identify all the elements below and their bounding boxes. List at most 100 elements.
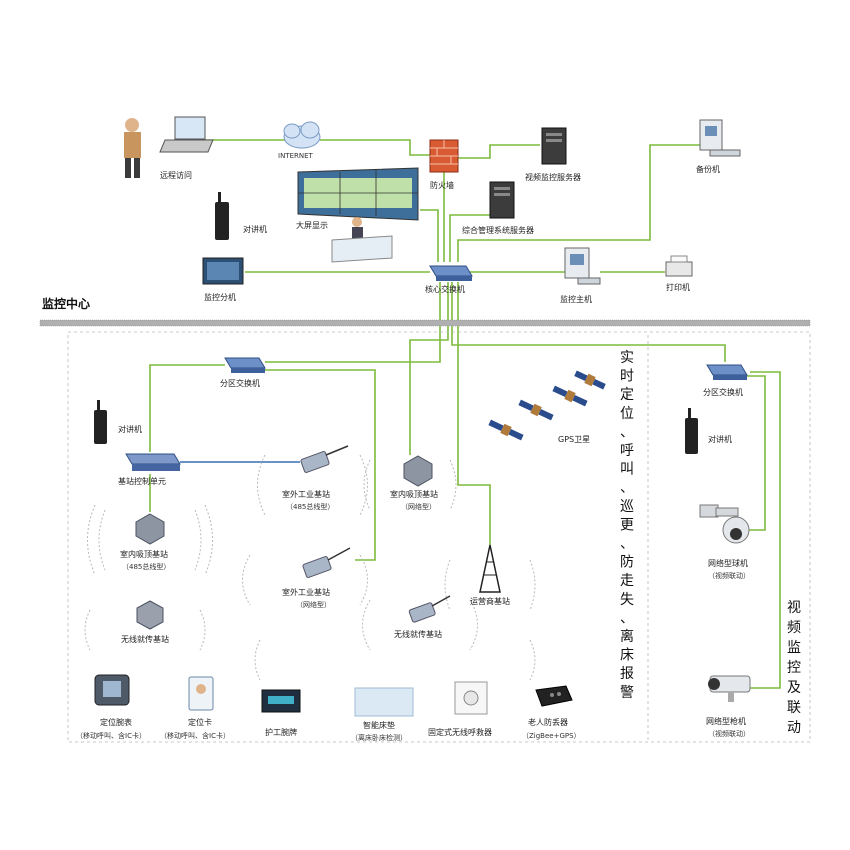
monitor-ext-label: 监控分机: [204, 292, 236, 302]
bullet-camera-icon: [708, 675, 751, 702]
elder-alarm-label-b: （ZigBee+GPS）: [522, 732, 581, 740]
walkie-top-label: 对讲机: [243, 224, 267, 234]
smart-mat-icon: [354, 687, 414, 717]
nurse-panel-icon: [261, 689, 301, 713]
walkie-talkie-icon-right: [685, 408, 698, 454]
zone-switch-right-label: 分区交换机: [703, 387, 743, 397]
wire-zoneleft-outdoornet: [260, 369, 376, 561]
connections: [149, 139, 781, 689]
core-switch-label: 核心交换机: [425, 284, 465, 294]
satellite-icons: [488, 370, 606, 441]
nurse-panel-label: 护工腕牌: [265, 727, 297, 737]
operator-desk-icon: [331, 217, 393, 263]
field-area-frame: [67, 331, 811, 743]
ceiling-485-label-b: （485总线型）: [122, 562, 170, 571]
switch-icon-core: [429, 265, 473, 281]
hexagon-icon-relay-left: [136, 600, 164, 630]
monitor-icon-ext: [202, 257, 244, 285]
base-controller-icon: [125, 453, 181, 471]
switch-icon-zone-left: [224, 357, 266, 373]
video-server-label: 视频监控服务器: [525, 172, 581, 182]
dome-cam-label-a: 网络型球机: [708, 558, 748, 568]
watch-label-a: 定位腕表: [100, 717, 132, 727]
wire-internet-firewall: [320, 139, 430, 156]
ceiling-485-label-a: 室内吸顶基站: [120, 549, 168, 559]
wire-mgmt-core: [449, 214, 490, 262]
carrier-station-label: 运营商基站: [470, 596, 510, 606]
outdoor-485-label-b: （485总线型）: [286, 502, 334, 511]
vtext-left-chars: 实时定位、呼叫、巡更、防走失、离床报警: [620, 350, 634, 701]
vtext-right-chars: 视频监控及联动: [787, 600, 801, 736]
watch-icon: [94, 674, 130, 706]
antenna-icon-relay-mid: [408, 595, 451, 623]
wire-backup-core: [457, 144, 700, 262]
outdoor-net-label-b: （网络型）: [296, 600, 331, 609]
remote-access-label: 远程访问: [160, 170, 192, 180]
printer-label: 打印机: [666, 282, 690, 292]
watch-label-b: （移动呼叫、含IC卡）: [76, 731, 146, 740]
outdoor-net-label-a: 室外工业基站: [282, 587, 330, 597]
base-ctrl-label: 基站控制单元: [118, 476, 166, 486]
wire-core-zoneright: [451, 282, 726, 362]
realtime-vertical-text: 实时定位、呼叫、巡更、防走失、离床报警: [620, 350, 634, 701]
wire-core-carrier: [457, 282, 491, 545]
elder-alarm-label-a: 老人防丢器: [528, 717, 568, 727]
monitor-center-label: 监控中心: [42, 296, 90, 311]
monitor-center-divider: [40, 320, 810, 326]
video-wall-icon: [297, 167, 419, 221]
computer-icon-host: [564, 247, 601, 285]
tower-icon-carrier: [479, 544, 501, 593]
wireless-waves: [84, 454, 536, 681]
ceiling-net-label-a: 室内吸顶基站: [390, 489, 438, 499]
video-vertical-text: 视频监控及联动: [787, 600, 801, 736]
bullet-cam-label-b: （视频联动）: [708, 729, 750, 738]
dome-cam-label-b: （视频联动）: [708, 571, 750, 580]
smart-mat-label-a: 智能床垫: [363, 720, 395, 730]
wire-core-zoneleft: [265, 282, 441, 363]
cloud-icon: [283, 121, 321, 149]
firewall-label: 防火墙: [430, 180, 454, 190]
monitor-host-label: 监控主机: [560, 294, 592, 304]
big-screen-label: 大屏显示: [296, 220, 328, 230]
wire-zoneright-bullet: [750, 371, 781, 689]
mgmt-server-label: 综合管理系统服务器: [462, 225, 534, 235]
wireless-relay-left-label: 无线就传基站: [121, 634, 169, 644]
tracker-icon: [535, 685, 573, 707]
server-icon-mgmt: [489, 181, 515, 219]
internet-label: INTERNET: [278, 152, 314, 160]
wire-videowall-core: [420, 209, 439, 262]
monitor-center-divider-pattern: [39, 319, 811, 327]
wire-zoneleft-basectrl: [149, 364, 225, 452]
zone-switch-left-label: 分区交换机: [220, 378, 260, 388]
call-button-icon: [454, 681, 488, 715]
backup-label: 备份机: [696, 164, 720, 174]
satellite-icon: [574, 370, 606, 390]
satellite-icon: [488, 419, 524, 441]
smart-mat-label-b: （离床卧床检测）: [351, 733, 407, 742]
fixed-caller-label: 固定式无线呼救器: [428, 727, 492, 737]
firewall-icon: [429, 139, 459, 173]
satellite-icon: [552, 385, 588, 407]
id-card-icon: [188, 676, 214, 711]
computer-icon-backup: [699, 119, 741, 157]
card-label-a: 定位卡: [188, 717, 212, 727]
laptop-icon: [159, 116, 214, 153]
wire-zoneright-dome: [745, 375, 766, 531]
outdoor-485-label-a: 室外工业基站: [282, 489, 330, 499]
gps-label: GPS卫星: [558, 435, 590, 444]
printer-icon: [665, 255, 693, 277]
antenna-icon-outdoor-net: [302, 547, 351, 578]
antenna-icon-outdoor-485: [300, 445, 349, 473]
walkie-right-label: 对讲机: [708, 434, 732, 444]
hexagon-icon-ceiling-net: [403, 455, 433, 487]
satellite-icon: [518, 399, 554, 421]
hexagon-icon-ceiling-485: [135, 513, 165, 545]
person-remote-user: [124, 118, 141, 178]
server-icon-video: [541, 127, 567, 165]
walkie-left-label: 对讲机: [118, 424, 142, 434]
wire-core-ceilingnet: [409, 282, 449, 455]
dome-camera-icon: [699, 504, 750, 544]
ceiling-net-label-b: （网络型）: [401, 502, 436, 511]
wire-firewall-videosrv: [458, 144, 540, 159]
